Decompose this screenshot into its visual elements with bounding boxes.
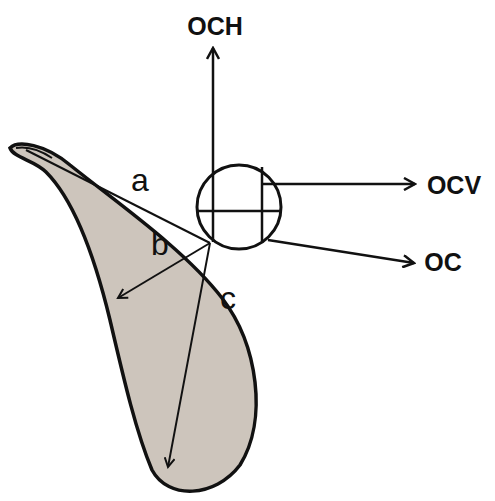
- distance-label: c: [220, 282, 236, 314]
- ocv-axis: [262, 183, 415, 186]
- och-axis: [212, 48, 215, 242]
- crosshair-v: [261, 167, 264, 243]
- distance-label: a: [131, 164, 149, 196]
- axis-label: OC: [424, 250, 462, 275]
- distance-label: b: [151, 228, 169, 260]
- organ-tip: [16, 147, 52, 158]
- measure-line-c: [168, 243, 210, 467]
- origin-circle: [197, 165, 281, 249]
- measure-line-a: [26, 150, 210, 243]
- crosshair-h: [197, 210, 281, 213]
- oc-axis: [268, 240, 414, 263]
- axis-label: OCV: [427, 173, 481, 198]
- axis-label: OCH: [187, 14, 243, 39]
